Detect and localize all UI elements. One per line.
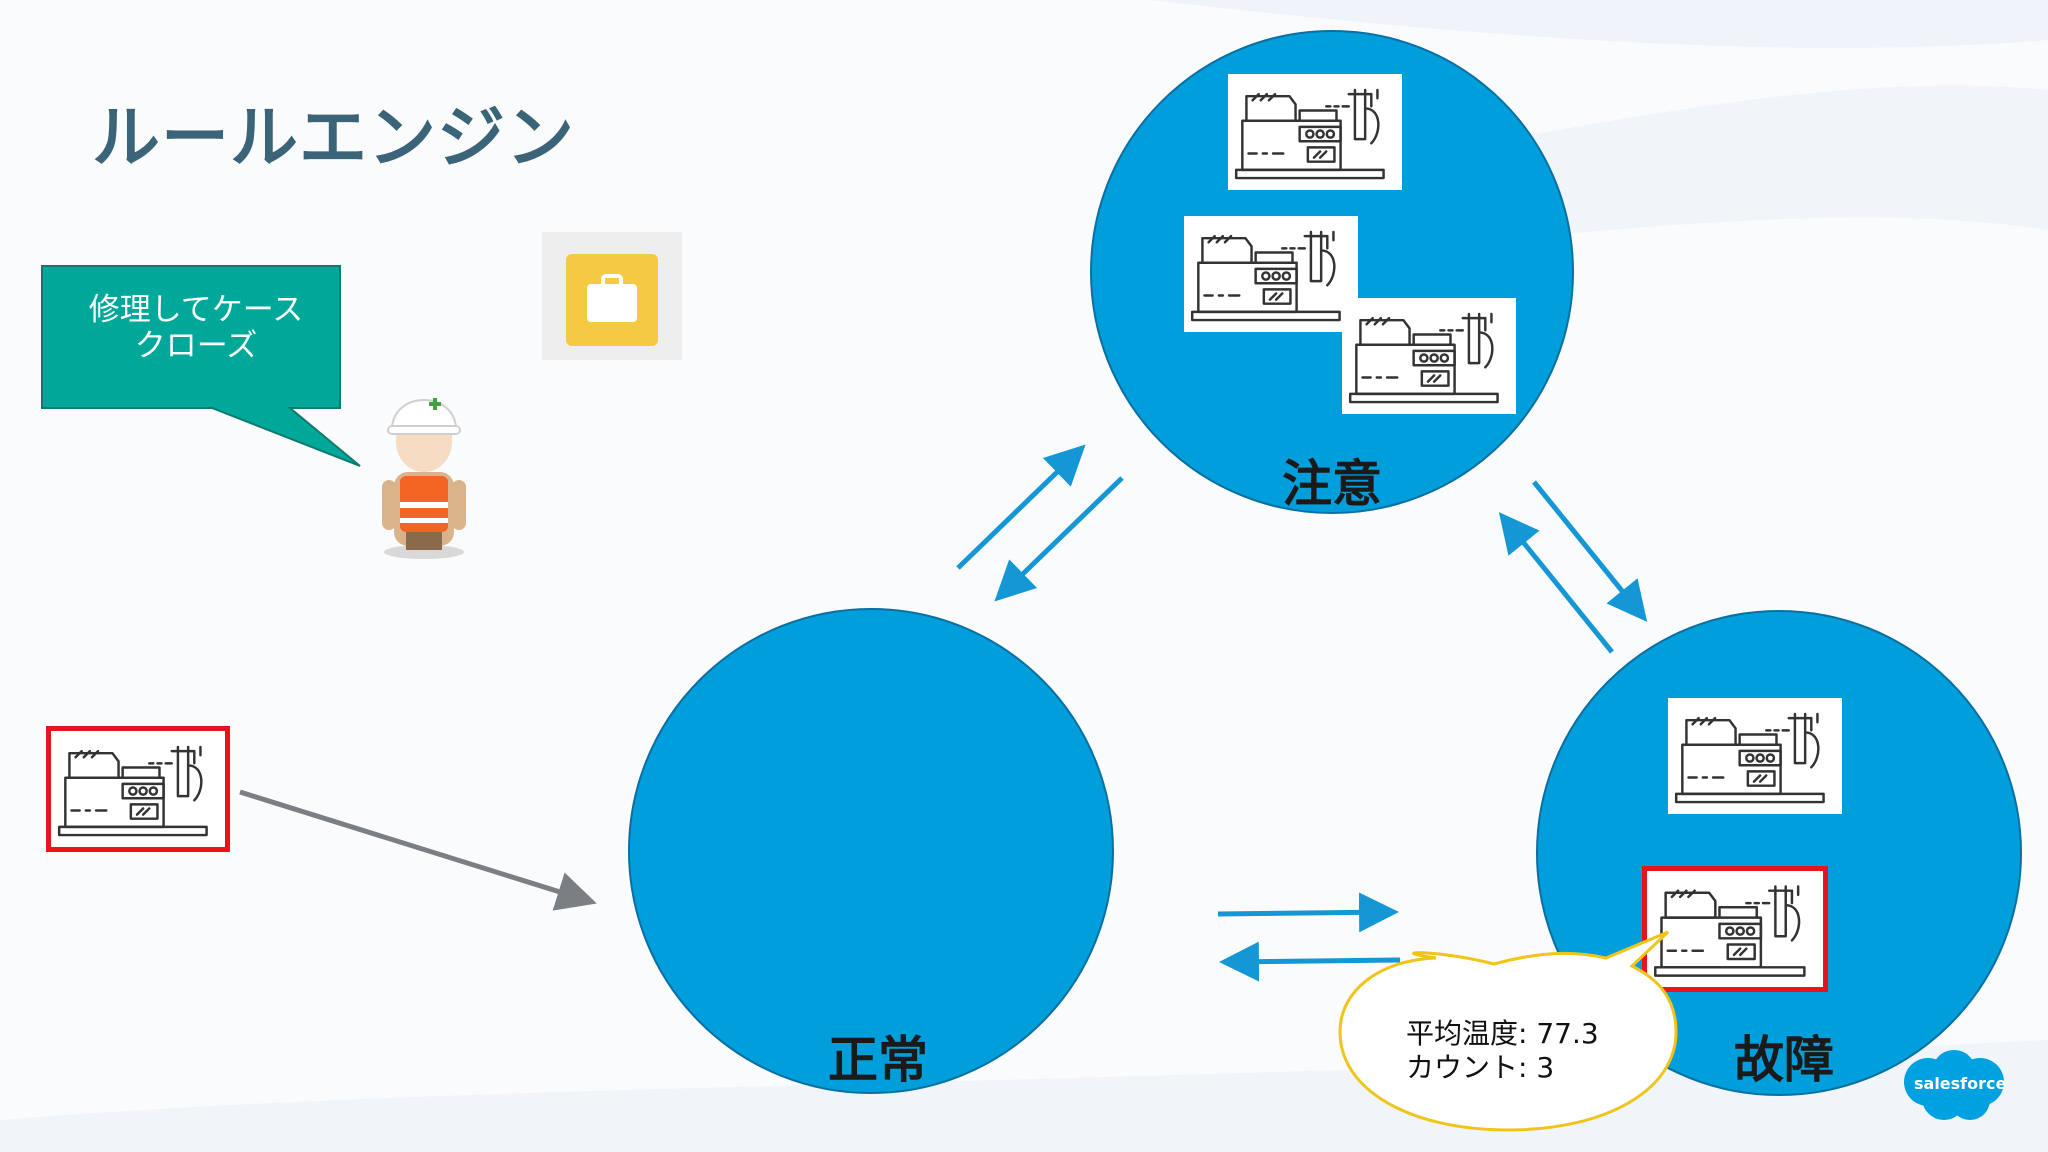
machine-caution-1 <box>1228 74 1402 190</box>
machine-caution-3 <box>1342 298 1516 414</box>
briefcase-icon <box>566 254 658 346</box>
salesforce-logo-text: salesforce <box>1914 1074 2007 1093</box>
state-label-normal: 正常 <box>828 1031 928 1089</box>
worker-with-helmet-icon <box>382 398 466 559</box>
arrow-caution-to-normal <box>994 476 1124 602</box>
machine-caution-2 <box>1184 216 1358 332</box>
case-icon-tile <box>542 232 682 360</box>
arrow-failure-to-caution <box>1498 512 1614 654</box>
status-avg-temperature: 平均温度: 77.3 <box>1406 1017 1599 1050</box>
arrow-failure-to-normal <box>1219 941 1401 982</box>
page-title: ルールエンジン <box>92 99 576 178</box>
arrow-normal-to-caution <box>956 444 1086 570</box>
machine-failure-alert <box>1642 866 1828 992</box>
state-label-failure: 故障 <box>1734 1031 1834 1089</box>
salesforce-logo-icon <box>1904 1050 2004 1120</box>
arrow-caution-to-failure <box>1532 480 1648 622</box>
callout-text-content: 修理してケース クローズ <box>88 292 304 364</box>
arrow-input-to-normal <box>239 789 597 911</box>
state-circle-normal <box>628 608 1114 1094</box>
callout-text: 修理してケース クローズ <box>60 292 332 364</box>
arrow-normal-to-failure <box>1217 892 1399 933</box>
status-count: カウント: 3 <box>1406 1051 1555 1084</box>
state-label-caution: 注意 <box>1282 455 1382 513</box>
machine-failure-1 <box>1668 698 1842 814</box>
machine-incoming-alert <box>46 726 230 852</box>
